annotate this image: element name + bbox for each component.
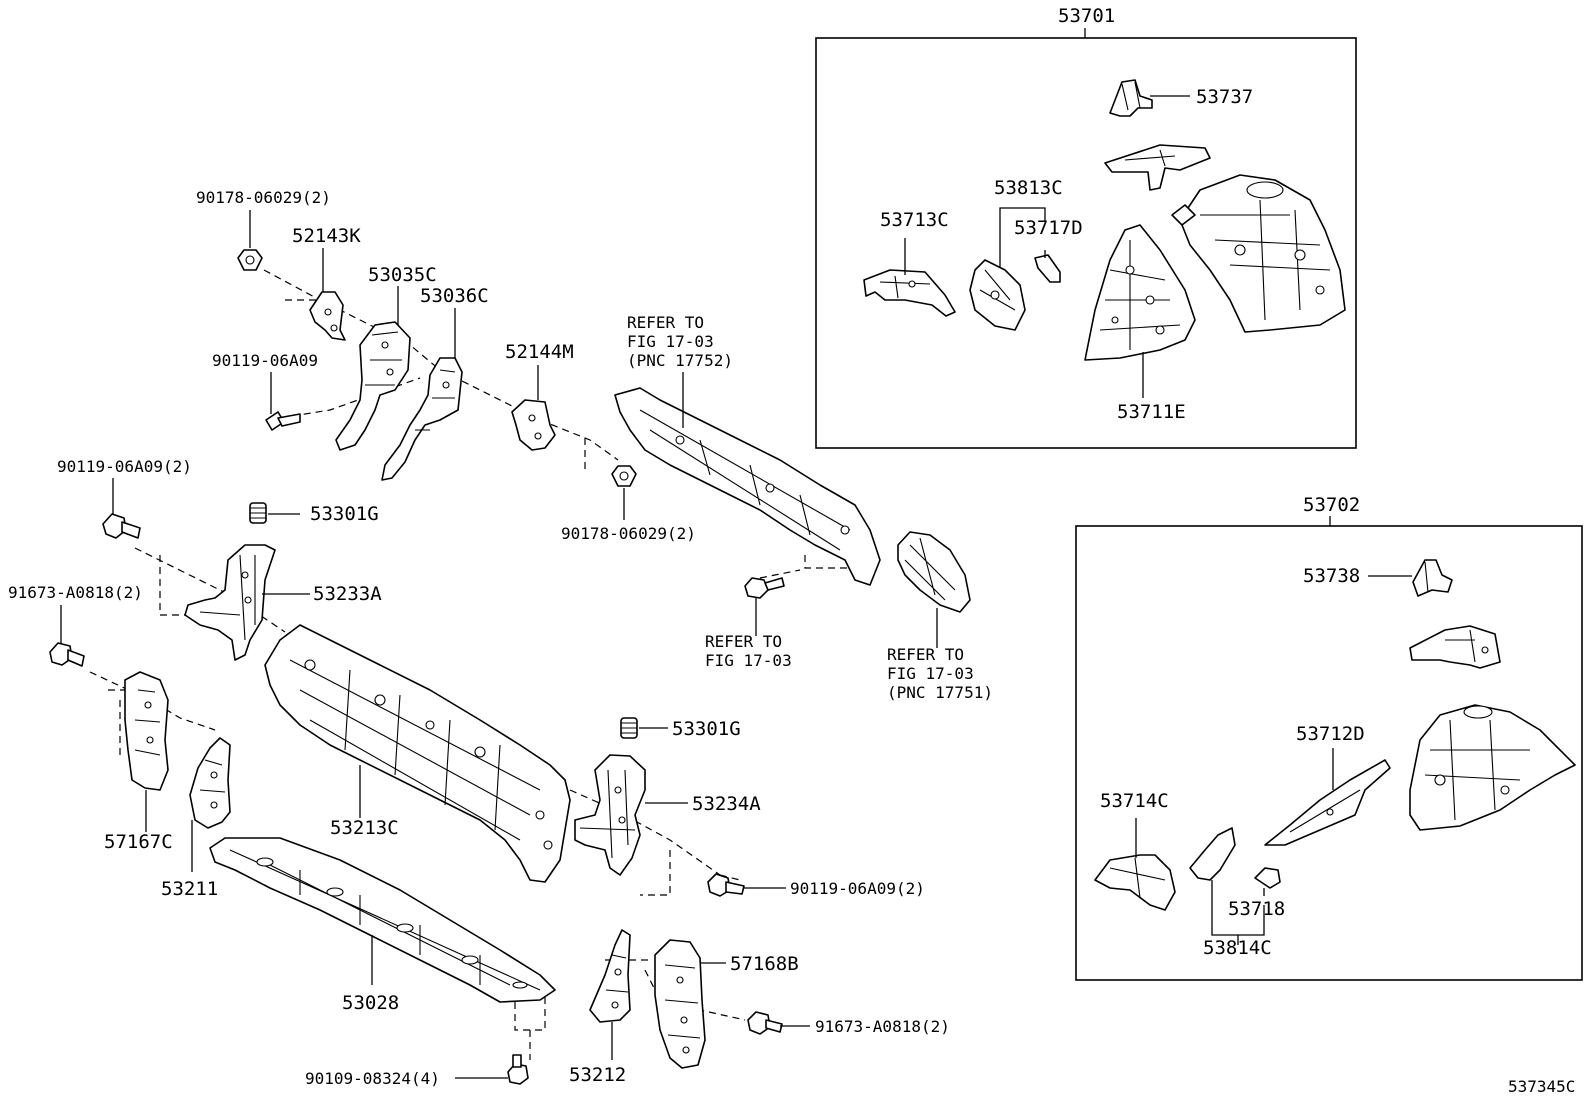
part-90178-06029-nut-top[interactable]: [237, 249, 263, 271]
label-53738: 53738: [1303, 565, 1360, 587]
label-refer1-line1: REFER TO: [627, 313, 704, 332]
label-90178-06029-mid: 90178-06029(2): [561, 524, 696, 543]
label-53701: 53701: [1058, 5, 1115, 27]
label-refer1-line2: FIG 17-03: [627, 332, 714, 351]
label-52143K: 52143K: [292, 225, 361, 247]
label-53814C: 53814C: [1203, 937, 1272, 959]
label-53813C: 53813C: [994, 177, 1063, 199]
part-53717D[interactable]: [1034, 254, 1061, 283]
group-box-53701: [815, 37, 1357, 449]
label-refer2-line2: FIG 17-03: [705, 651, 792, 670]
part-53718[interactable]: [1254, 867, 1281, 889]
label-53211: 53211: [161, 878, 218, 900]
part-bolt-refer-fig-17-03[interactable]: [744, 577, 785, 599]
part-53213C[interactable]: [264, 624, 571, 883]
part-bracket-upper-53701[interactable]: [1104, 144, 1211, 191]
label-53718: 53718: [1228, 898, 1285, 920]
label-53036C: 53036C: [420, 285, 489, 307]
part-52143K[interactable]: [309, 291, 346, 341]
part-53713C[interactable]: [863, 269, 956, 317]
label-90119-06A09-mid: 90119-06A09: [212, 351, 318, 370]
part-53714C[interactable]: [1094, 854, 1176, 911]
label-53737: 53737: [1196, 86, 1253, 108]
part-90119-06A09-bolt-left[interactable]: [102, 513, 141, 539]
label-57168B: 57168B: [730, 953, 799, 975]
part-53035C[interactable]: [335, 321, 411, 451]
label-53702: 53702: [1303, 494, 1360, 516]
part-53301G-top[interactable]: [249, 502, 267, 524]
part-57168B[interactable]: [654, 939, 706, 1069]
label-53714C: 53714C: [1100, 790, 1169, 812]
part-53737[interactable]: [1109, 79, 1153, 117]
label-53301G-right: 53301G: [672, 718, 741, 740]
label-refer3-line3: (PNC 17751): [887, 683, 993, 702]
label-52144M: 52144M: [505, 341, 574, 363]
label-91673-A0818-right: 91673-A0818(2): [815, 1017, 950, 1036]
label-53035C: 53035C: [368, 264, 437, 286]
part-90178-06029-nut-mid[interactable]: [611, 465, 637, 487]
diagram-code: 537345C: [1508, 1077, 1575, 1096]
label-53233A: 53233A: [313, 583, 382, 605]
part-53738[interactable]: [1412, 559, 1453, 597]
part-53211[interactable]: [189, 737, 231, 829]
label-91673-A0818-left: 91673-A0818(2): [8, 583, 143, 602]
label-53711E: 53711E: [1117, 401, 1186, 423]
part-91673-A0818-bolt-left[interactable]: [49, 642, 85, 667]
label-53213C: 53213C: [330, 817, 399, 839]
label-53301G-top: 53301G: [310, 503, 379, 525]
part-bracket-pnc17751: [897, 531, 971, 613]
part-53234A[interactable]: [574, 754, 646, 876]
part-90119-06A09-bolt-right[interactable]: [707, 873, 745, 897]
label-53212: 53212: [569, 1064, 626, 1086]
label-53234A: 53234A: [692, 793, 761, 815]
label-refer2-line1: REFER TO: [705, 632, 782, 651]
part-53814C-bracket[interactable]: [1189, 827, 1236, 881]
part-53712D[interactable]: [1264, 759, 1391, 846]
label-90109-08324: 90109-08324(4): [305, 1069, 440, 1088]
label-53713C: 53713C: [880, 209, 949, 231]
part-90119-06A09-bolt-mid[interactable]: [265, 411, 301, 431]
part-53212[interactable]: [589, 929, 631, 1023]
part-57167C[interactable]: [124, 671, 169, 791]
part-53301G-right[interactable]: [620, 717, 638, 739]
part-apron-assembly-53701[interactable]: [1171, 174, 1346, 333]
part-52144M[interactable]: [511, 399, 556, 451]
label-refer1-line3: (PNC 17752): [627, 351, 733, 370]
label-53717D: 53717D: [1014, 217, 1083, 239]
part-53036C[interactable]: [381, 357, 463, 481]
label-90119-06A09-left: 90119-06A09(2): [57, 457, 192, 476]
label-53712D: 53712D: [1296, 723, 1365, 745]
part-53711E[interactable]: [1084, 224, 1196, 361]
part-91673-A0818-bolt-right[interactable]: [747, 1011, 783, 1035]
label-refer3-line2: FIG 17-03: [887, 664, 974, 683]
part-90109-08324-bolt[interactable]: [507, 1054, 529, 1085]
label-53028: 53028: [342, 992, 399, 1014]
label-90119-06A09-right: 90119-06A09(2): [790, 879, 925, 898]
group-box-53702: [1075, 525, 1583, 981]
part-53233A[interactable]: [184, 544, 276, 661]
label-90178-06029-top: 90178-06029(2): [196, 188, 331, 207]
part-53028[interactable]: [209, 837, 556, 1003]
part-radiator-support-upper-pnc17752: [614, 387, 881, 586]
part-53813C[interactable]: [969, 259, 1026, 331]
label-refer3-line1: REFER TO: [887, 645, 964, 664]
part-apron-assembly-53702[interactable]: [1409, 704, 1576, 831]
part-bracket-upper-53702[interactable]: [1409, 625, 1501, 669]
label-57167C: 57167C: [104, 831, 173, 853]
